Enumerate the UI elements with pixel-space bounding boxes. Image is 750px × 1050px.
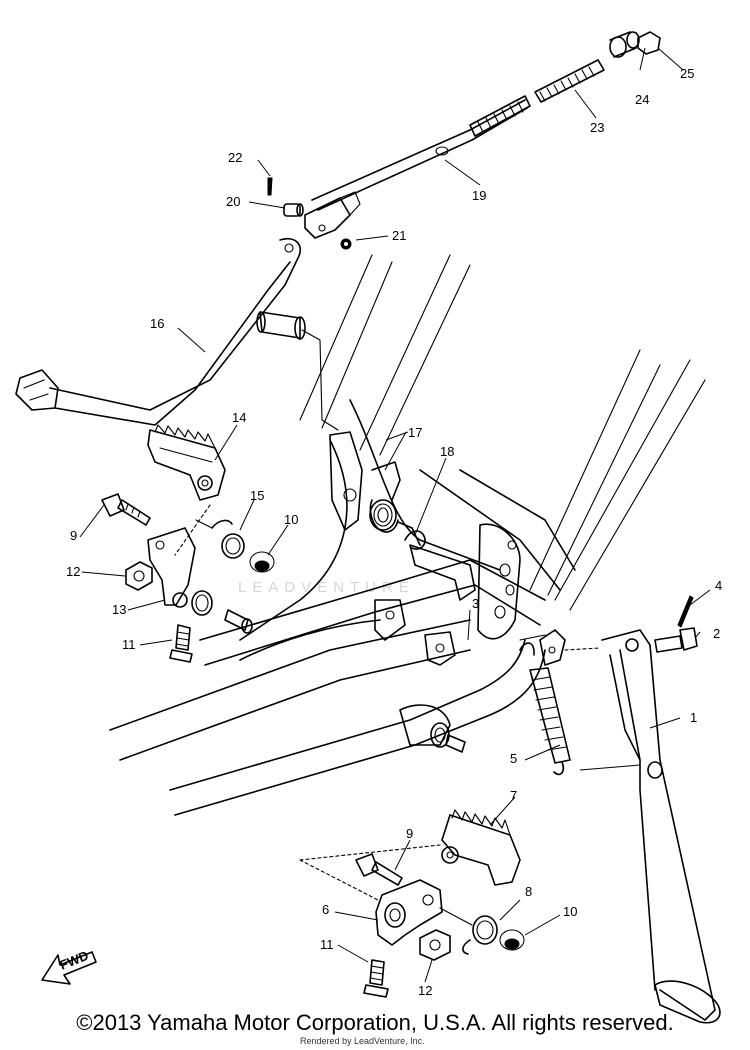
callout-21: 21 [392,228,406,243]
fwd-label: FWD [58,948,91,973]
watermark: LEADVENTURE [238,579,415,596]
callout-4: 4 [715,578,722,593]
render-credit: Rendered by LeadVenture, Inc. [300,1036,425,1046]
callout-13: 13 [112,602,126,617]
callout-2: 2 [713,626,720,641]
callout-11a: 11 [122,637,136,652]
brake-pedal [15,238,339,431]
lower-pivot [430,722,466,753]
callout-19: 19 [472,188,486,203]
callout-10b: 10 [563,904,577,919]
callout-25: 25 [680,66,694,81]
callout-12a: 12 [66,564,80,579]
callout-23: 23 [590,120,604,135]
callout-24: 24 [635,92,649,107]
callout-17: 17 [408,425,422,440]
brake-cable-assembly [304,31,661,239]
callouts: 25 24 23 19 22 20 21 16 14 17 18 15 10 9… [66,66,722,998]
callout-22: 22 [228,150,242,165]
callout-8: 8 [525,884,532,899]
callout-12b: 12 [418,983,432,998]
callout-11b: 11 [320,937,334,952]
pedal-springs [369,461,426,550]
callout-7: 7 [510,788,517,803]
callout-5: 5 [510,751,517,766]
frame [109,254,706,816]
side-stand [519,595,721,1024]
callout-3: 3 [472,596,479,611]
left-footrest [101,424,275,663]
callout-9b: 9 [406,826,413,841]
callout-9a: 9 [70,528,77,543]
callout-1: 1 [690,710,697,725]
copyright-notice: ©2013 Yamaha Motor Corporation, U.S.A. A… [76,1010,674,1035]
right-footrest [299,809,525,998]
callout-18: 18 [440,444,454,459]
clevis-pin-parts [267,177,352,250]
callout-6: 6 [322,902,329,917]
leader-lines [79,47,711,983]
callout-10a: 10 [284,512,298,527]
callout-14: 14 [232,410,246,425]
callout-16: 16 [150,316,164,331]
fwd-arrow-icon: FWD [41,948,97,985]
callout-20: 20 [226,194,240,209]
callout-15: 15 [250,488,264,503]
